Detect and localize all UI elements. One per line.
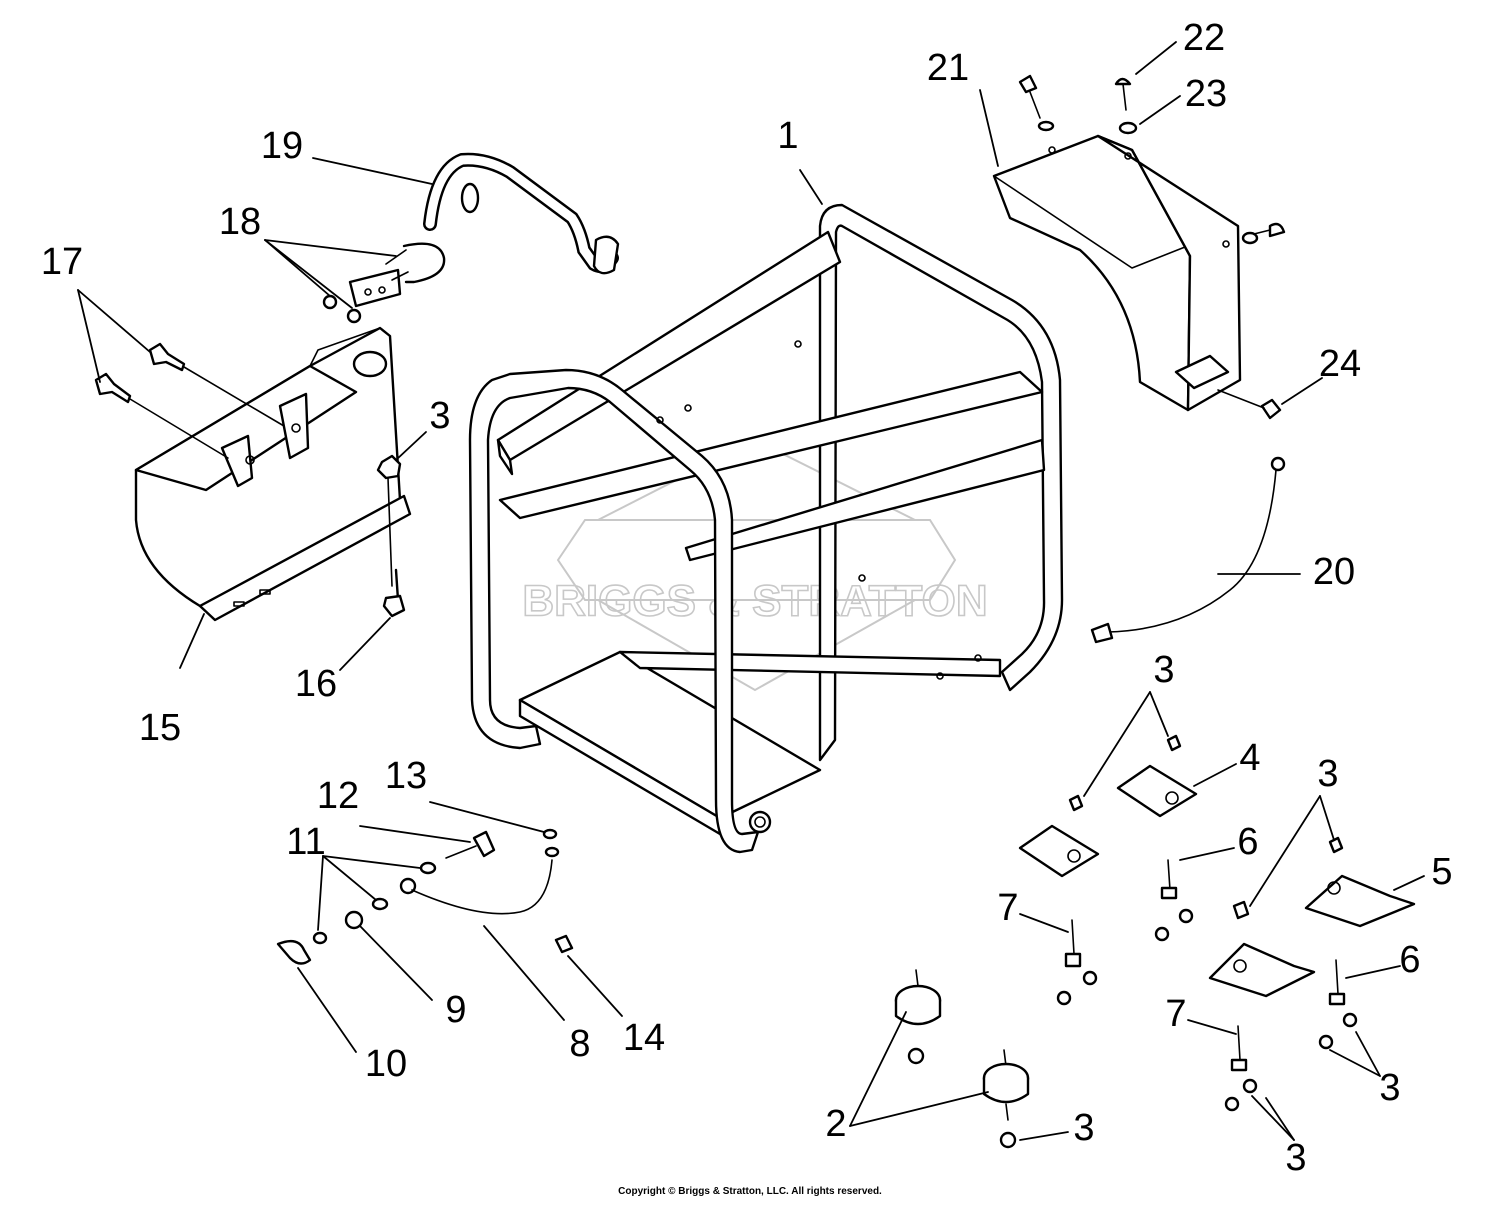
fuel-line-part xyxy=(423,152,620,275)
callout-14: 14 xyxy=(623,1017,665,1059)
tank-bracket-part xyxy=(322,242,446,324)
callout-19: 19 xyxy=(261,125,303,167)
callout-24: 24 xyxy=(1319,343,1361,385)
callout-5: 5 xyxy=(1431,851,1452,893)
callout-17: 17 xyxy=(41,241,83,283)
callout-21: 21 xyxy=(927,47,969,89)
fuel-tank-part xyxy=(134,326,412,622)
callout-13: 13 xyxy=(385,755,427,797)
callout-11: 11 xyxy=(286,821,325,863)
callout-15: 15 xyxy=(139,707,181,749)
leader-lines xyxy=(77,41,1425,1141)
callout-8: 8 xyxy=(569,1023,590,1065)
callout-7-left: 7 xyxy=(997,887,1018,929)
callout-9: 9 xyxy=(445,989,466,1031)
callout-12: 12 xyxy=(317,775,359,817)
heat-shield-part xyxy=(992,74,1286,420)
callout-10: 10 xyxy=(365,1043,407,1085)
callout-3-right-bottom: 3 xyxy=(1379,1067,1400,1109)
tank-hardware xyxy=(94,342,406,618)
callout-16: 16 xyxy=(295,663,337,705)
watermark-text: BRIGGS & STRATTON xyxy=(522,577,987,626)
callout-4: 4 xyxy=(1239,737,1260,779)
callout-2: 2 xyxy=(825,1103,846,1145)
frame-part xyxy=(468,203,1064,854)
callout-3-tank: 3 xyxy=(429,395,450,437)
callout-6-left: 6 xyxy=(1237,821,1258,863)
ground-wire-part xyxy=(1090,456,1286,644)
callout-22: 22 xyxy=(1183,17,1225,59)
callout-18: 18 xyxy=(219,201,261,243)
callout-23: 23 xyxy=(1185,73,1227,115)
battery-cable-part xyxy=(276,828,574,965)
callout-3-center-bottom: 3 xyxy=(1285,1137,1306,1179)
callout-7-right: 7 xyxy=(1165,993,1186,1035)
callout-1: 1 xyxy=(777,115,798,157)
callout-20: 20 xyxy=(1313,551,1355,593)
callout-6-right: 6 xyxy=(1399,939,1420,981)
mount-hardware xyxy=(894,734,1416,1149)
callout-3-pad-right: 3 xyxy=(1317,753,1338,795)
callout-labels: 1 2 3 3 3 3 3 3 3 4 5 6 6 7 7 8 9 10 11 … xyxy=(41,17,1453,1179)
callout-3-isolator: 3 xyxy=(1073,1107,1094,1149)
callout-3-pad-top: 3 xyxy=(1153,649,1174,691)
copyright-notice: Copyright © Briggs & Stratton, LLC. All … xyxy=(618,1186,882,1197)
brand-watermark: BRIGGS & STRATTON xyxy=(522,438,988,692)
